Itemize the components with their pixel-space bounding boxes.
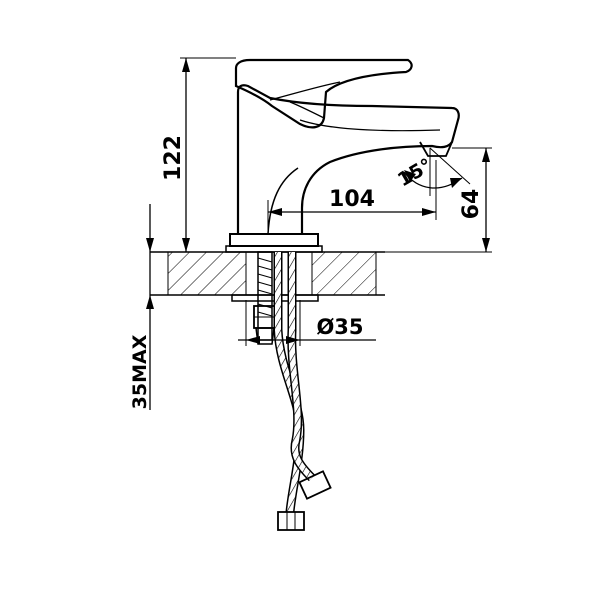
dimension-spout-reach: 104 <box>267 160 437 230</box>
deck-thickness-label: 35MAX <box>129 334 151 409</box>
dimension-height-total: 122 <box>161 57 236 252</box>
faucet-body <box>225 58 460 253</box>
dimension-deck-thickness: 35MAX <box>129 204 154 410</box>
spout-reach-label: 104 <box>329 187 375 212</box>
dimension-hole-diameter: Ø35 <box>238 300 376 346</box>
flexible-hoses <box>273 252 332 531</box>
spout-height-label: 64 <box>459 189 484 220</box>
height-total-label: 122 <box>161 135 186 181</box>
dimension-spout-height: 64 <box>322 147 492 253</box>
hole-diameter-label: Ø35 <box>316 315 363 339</box>
countertop-section <box>150 251 385 296</box>
